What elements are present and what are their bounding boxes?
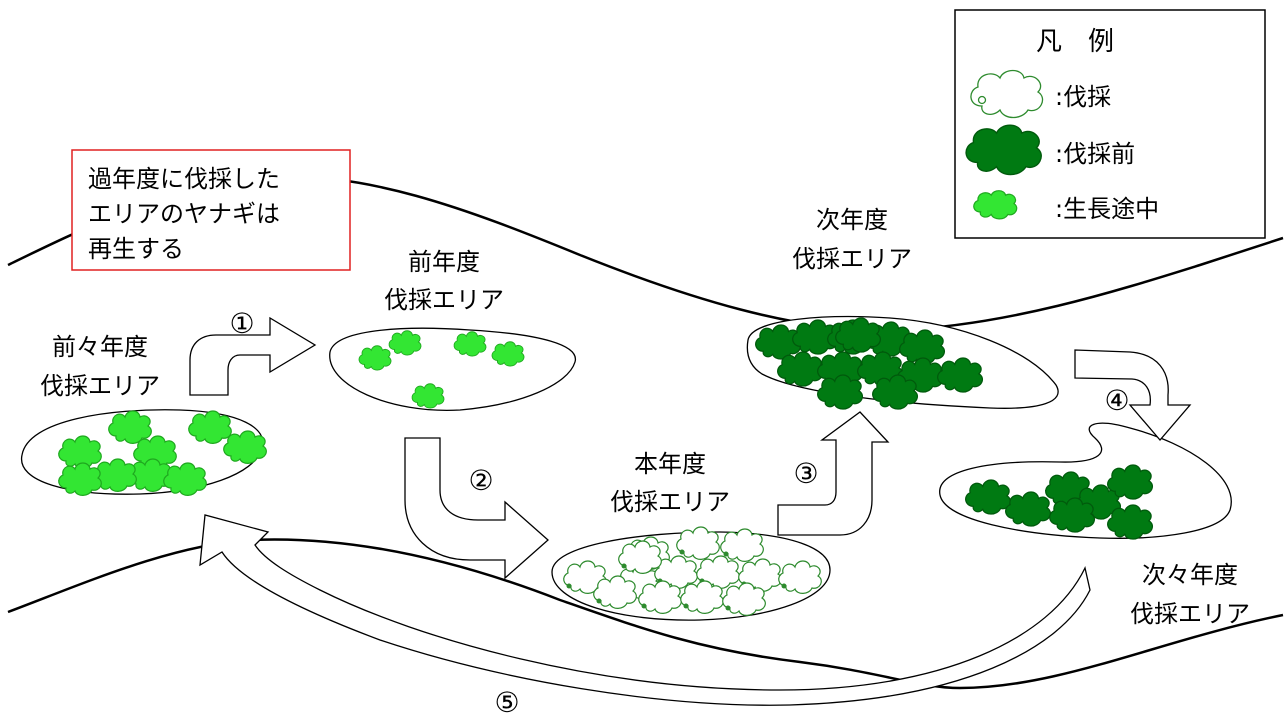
- legend-title: 凡 例: [1036, 27, 1114, 57]
- mature-willow-icon: [817, 374, 864, 410]
- area-label-year-after-next-line2: 伐採エリア: [1130, 600, 1250, 628]
- cut-willow-icon: [618, 540, 662, 574]
- cut-willow-icon: [720, 528, 764, 562]
- legend: 凡 例 :伐採 :伐採前 :生長途中: [954, 9, 1266, 239]
- step-5-number: ⑤: [494, 686, 519, 719]
- cut-willow-icon: [778, 560, 822, 594]
- area-label-this-year-line1: 本年度: [634, 450, 706, 478]
- arrow-step-1: [189, 316, 317, 396]
- area-label-this-year-line2: 伐採エリア: [610, 488, 730, 516]
- cut-willow-icon: [638, 580, 682, 614]
- area-label-next-year-line2: 伐採エリア: [792, 245, 912, 273]
- area-outline-last-year: [329, 327, 576, 412]
- arrow-step-5: [199, 514, 1091, 706]
- mature-willow-icon: [872, 374, 919, 410]
- area-label-last-year-line2: 伐採エリア: [384, 286, 504, 314]
- regrowth-note-box: [71, 149, 351, 271]
- cut-willow-icon: [563, 560, 607, 594]
- young-willow-icon: [58, 462, 102, 496]
- area-label-two-years-ago-line2: 伐採エリア: [40, 372, 160, 400]
- step-2-number: ②: [468, 464, 493, 497]
- step-3-number: ③: [793, 457, 818, 490]
- area-label-year-after-next-line1: 次々年度: [1142, 561, 1238, 589]
- young-willow-cluster-icon: [973, 190, 1018, 220]
- regrowth-note-line3: 再生する: [88, 235, 184, 263]
- area-label-two-years-ago-line1: 前々年度: [52, 333, 148, 361]
- arrow-step-3: [777, 411, 890, 536]
- cut-willow-group-this-year: [563, 526, 822, 616]
- area-label-next-year-line1: 次年度: [816, 206, 888, 234]
- arrow-step-2: [404, 437, 549, 580]
- step-1-number: ①: [229, 307, 254, 340]
- regrowth-note-line2: エリアのヤナギは: [88, 200, 280, 228]
- legend-label-cut: :伐採: [1055, 83, 1111, 111]
- regrowth-note-line1: 過年度に伐採した: [88, 165, 280, 193]
- arrow-step-4: [1074, 349, 1192, 441]
- cut-willow-icon: [722, 582, 766, 616]
- cut-willow-icon: [593, 575, 637, 609]
- cut-willow-icon: [680, 580, 724, 614]
- area-label-last-year-line1: 前年度: [408, 248, 480, 276]
- regrowth-note: 過年度に伐採した エリアのヤナギは 再生する: [71, 149, 351, 271]
- legend-label-growing: :生長途中: [1055, 195, 1159, 223]
- step-4-number: ④: [1104, 384, 1129, 417]
- legend-label-before-cut: :伐採前: [1055, 140, 1135, 168]
- open-willow-cluster-icon: [970, 69, 1044, 119]
- cut-willow-icon: [676, 526, 720, 560]
